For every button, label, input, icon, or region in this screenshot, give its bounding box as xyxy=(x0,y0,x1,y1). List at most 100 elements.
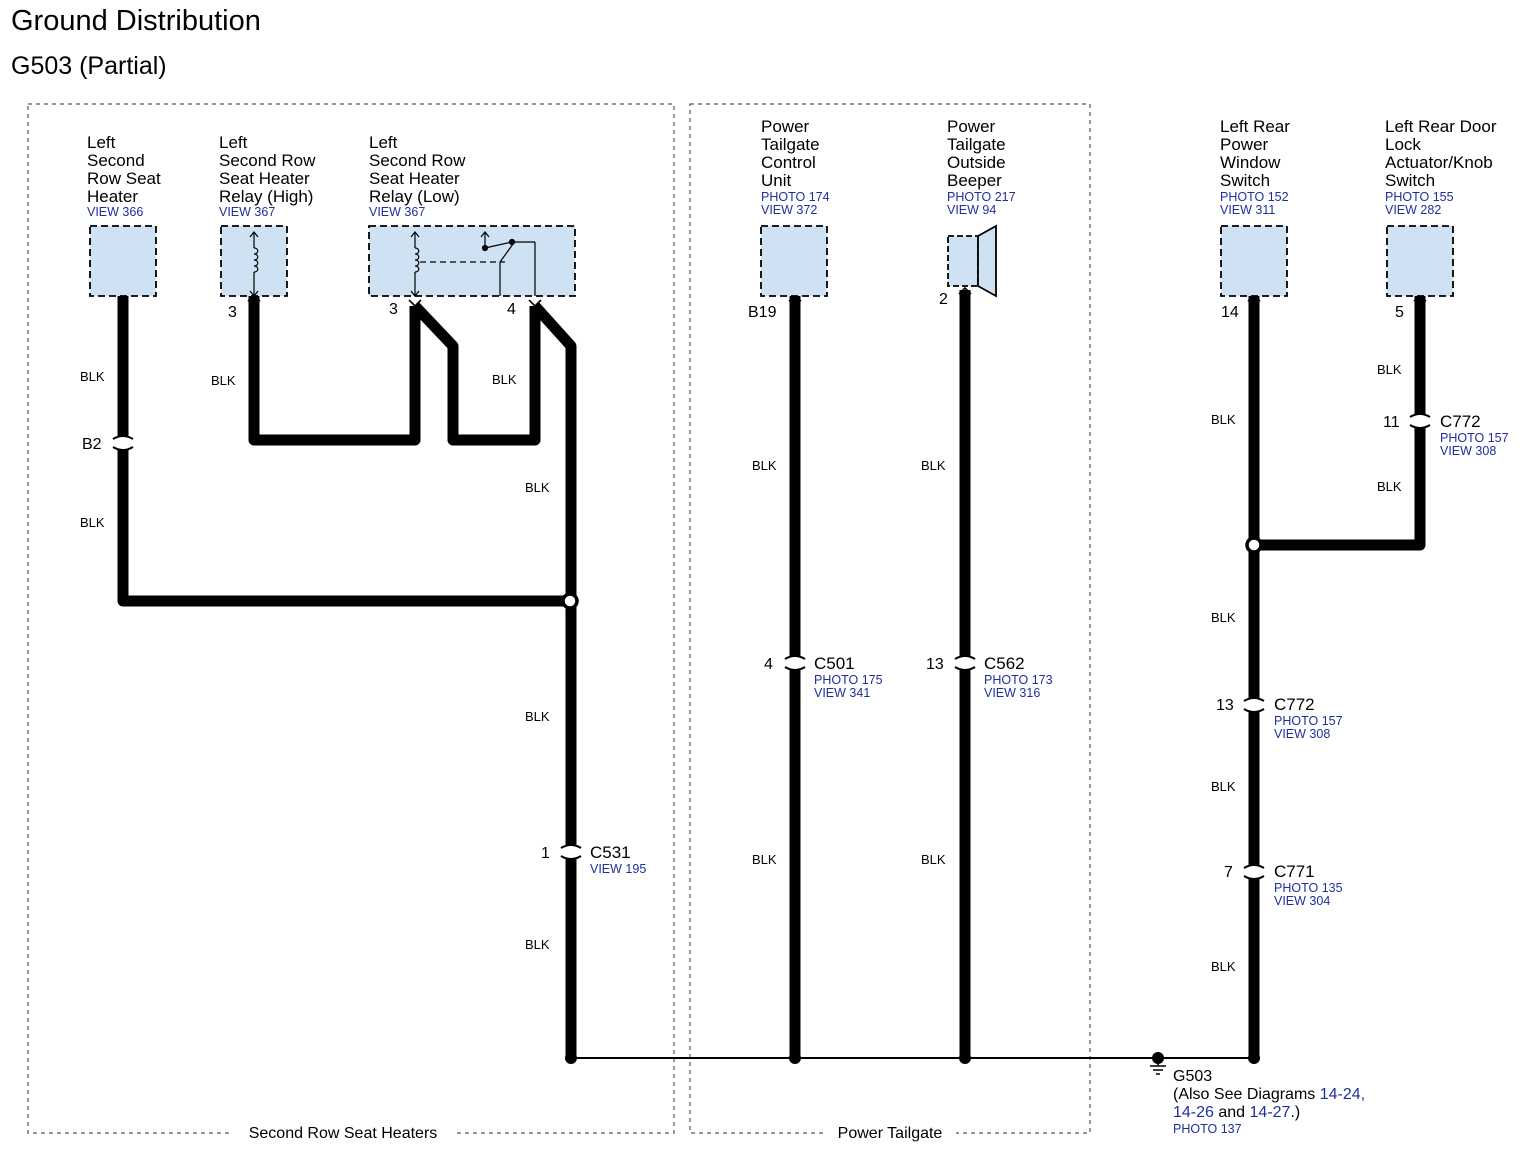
connector-label-c562: C562 PHOTO 173 VIEW 316 xyxy=(984,654,1053,700)
svg-text:Switch: Switch xyxy=(1220,171,1270,190)
svg-text:BLK: BLK xyxy=(80,515,105,530)
connector-label-c531: C531 VIEW 195 xyxy=(590,843,646,876)
svg-text:Second: Second xyxy=(87,151,145,170)
diagram-link-14-26[interactable]: 14-26 xyxy=(1173,1104,1214,1121)
svg-text:Left: Left xyxy=(219,133,248,152)
svg-text:Outside: Outside xyxy=(947,153,1006,172)
component-label-relay-low: Left Second Row Seat Heater Relay (Low) … xyxy=(369,133,466,219)
wire-color-labels: BLK BLK BLK BLK BLK BLK BLK BLK BLK BLK … xyxy=(80,362,1402,974)
svg-text:PHOTO 175: PHOTO 175 xyxy=(814,673,883,687)
svg-text:BLK: BLK xyxy=(1211,610,1236,625)
component-label-relay-high: Left Second Row Seat Heater Relay (High)… xyxy=(219,133,316,219)
svg-text:VIEW 341: VIEW 341 xyxy=(814,686,870,700)
svg-text:Seat Heater: Seat Heater xyxy=(369,169,460,188)
svg-text:Left Rear Door: Left Rear Door xyxy=(1385,117,1497,136)
svg-text:PHOTO 173: PHOTO 173 xyxy=(984,673,1053,687)
svg-text:BLK: BLK xyxy=(525,937,550,952)
pin-label: 14 xyxy=(1221,304,1239,321)
svg-text:BLK: BLK xyxy=(1377,362,1402,377)
svg-text:VIEW 366: VIEW 366 xyxy=(87,205,143,219)
svg-text:Tailgate: Tailgate xyxy=(761,135,820,154)
section-label-seat-heaters: Second Row Seat Heaters xyxy=(249,1125,438,1142)
svg-text:Window: Window xyxy=(1220,153,1281,172)
svg-text:PHOTO 152: PHOTO 152 xyxy=(1220,190,1289,204)
svg-text:C531: C531 xyxy=(590,843,631,862)
svg-text:BLK: BLK xyxy=(752,852,777,867)
svg-text:Second Row: Second Row xyxy=(219,151,316,170)
svg-text:VIEW 94: VIEW 94 xyxy=(947,203,996,217)
connector-label-c772-upper: C772 PHOTO 157 VIEW 308 xyxy=(1440,412,1509,458)
ground-note-suffix: .) xyxy=(1290,1104,1300,1121)
svg-text:PHOTO 157: PHOTO 157 xyxy=(1274,714,1343,728)
svg-text:Power: Power xyxy=(761,117,810,136)
pin-label: 4 xyxy=(507,301,516,318)
svg-text:PHOTO 174: PHOTO 174 xyxy=(761,190,830,204)
section-label-power-tailgate: Power Tailgate xyxy=(838,1125,943,1142)
svg-text:BLK: BLK xyxy=(211,373,236,388)
svg-text:BLK: BLK xyxy=(525,709,550,724)
beeper-icon xyxy=(947,224,997,298)
svg-text:Control: Control xyxy=(761,153,816,172)
svg-text:Actuator/Knob: Actuator/Knob xyxy=(1385,153,1493,172)
pin-label: 4 xyxy=(764,656,773,673)
svg-text:Tailgate: Tailgate xyxy=(947,135,1006,154)
svg-text:VIEW 311: VIEW 311 xyxy=(1220,203,1275,217)
svg-text:BLK: BLK xyxy=(921,852,946,867)
pin-label: 13 xyxy=(926,656,944,673)
splice-point xyxy=(561,592,579,610)
ground-icon xyxy=(1150,1058,1166,1075)
pin-label: 2 xyxy=(939,291,948,308)
connector-label-c772-lower: C772 PHOTO 157 VIEW 308 xyxy=(1274,695,1343,741)
svg-text:BLK: BLK xyxy=(1211,959,1236,974)
svg-text:BLK: BLK xyxy=(1211,779,1236,794)
pin-label: 3 xyxy=(389,301,398,318)
svg-text:Power: Power xyxy=(947,117,996,136)
svg-text:Left Rear: Left Rear xyxy=(1220,117,1290,136)
ground-note-prefix: (Also See Diagrams xyxy=(1173,1086,1320,1103)
seat-heater-component xyxy=(89,225,157,297)
svg-text:Relay (Low): Relay (Low) xyxy=(369,187,460,206)
pin-label: 5 xyxy=(1395,304,1404,321)
svg-text:BLK: BLK xyxy=(752,458,777,473)
pin-terminals xyxy=(247,286,1427,308)
svg-text:PHOTO 155: PHOTO 155 xyxy=(1385,190,1454,204)
svg-text:BLK: BLK xyxy=(492,372,517,387)
component-label-door-lock-switch: Left Rear Door Lock Actuator/Knob Switch… xyxy=(1385,117,1497,217)
svg-text:BLK: BLK xyxy=(80,369,105,384)
svg-text:C562: C562 xyxy=(984,654,1025,673)
svg-text:Row Seat: Row Seat xyxy=(87,169,161,188)
svg-text:Left: Left xyxy=(87,133,116,152)
section-frame-power-tailgate xyxy=(689,103,1091,1134)
svg-text:C772: C772 xyxy=(1274,695,1315,714)
connector-label-c501: C501 PHOTO 175 VIEW 341 xyxy=(814,654,883,700)
component-label-tailgate-beeper: Power Tailgate Outside Beeper PHOTO 217 … xyxy=(947,117,1016,217)
diagram-link-14-24[interactable]: 14-24 xyxy=(1320,1086,1361,1103)
diagram-link-14-27[interactable]: 14-27 xyxy=(1250,1104,1291,1121)
svg-text:BLK: BLK xyxy=(525,480,550,495)
svg-text:Left: Left xyxy=(369,133,398,152)
ground-note-line-1: (Also See Diagrams 14-24, xyxy=(1173,1086,1365,1103)
svg-text:BLK: BLK xyxy=(1211,412,1236,427)
pin-label: 7 xyxy=(1224,864,1233,881)
svg-text:PHOTO 135: PHOTO 135 xyxy=(1274,881,1343,895)
page-title: Ground Distribution xyxy=(11,5,261,37)
ground-note-and: and xyxy=(1214,1104,1250,1121)
tailgate-unit-component xyxy=(760,225,828,297)
svg-text:PHOTO 157: PHOTO 157 xyxy=(1440,431,1509,445)
svg-text:VIEW 308: VIEW 308 xyxy=(1274,727,1330,741)
section-label-mask xyxy=(826,1124,956,1142)
svg-text:VIEW 304: VIEW 304 xyxy=(1274,894,1330,908)
pin-label: B2 xyxy=(82,436,102,453)
ground-photo-ref: PHOTO 137 xyxy=(1173,1122,1242,1136)
svg-text:VIEW 316: VIEW 316 xyxy=(984,686,1040,700)
pin-label: 3 xyxy=(228,304,237,321)
connector-breaks xyxy=(112,413,1431,880)
door-lock-switch-component xyxy=(1386,225,1454,297)
diagram-link-separator: , xyxy=(1361,1086,1365,1103)
section-frame-seat-heaters xyxy=(27,103,675,1134)
svg-text:Power: Power xyxy=(1220,135,1269,154)
svg-text:Seat Heater: Seat Heater xyxy=(219,169,310,188)
component-label-seat-heater: Left Second Row Seat Heater VIEW 366 xyxy=(87,133,161,219)
window-switch-component xyxy=(1220,225,1288,297)
